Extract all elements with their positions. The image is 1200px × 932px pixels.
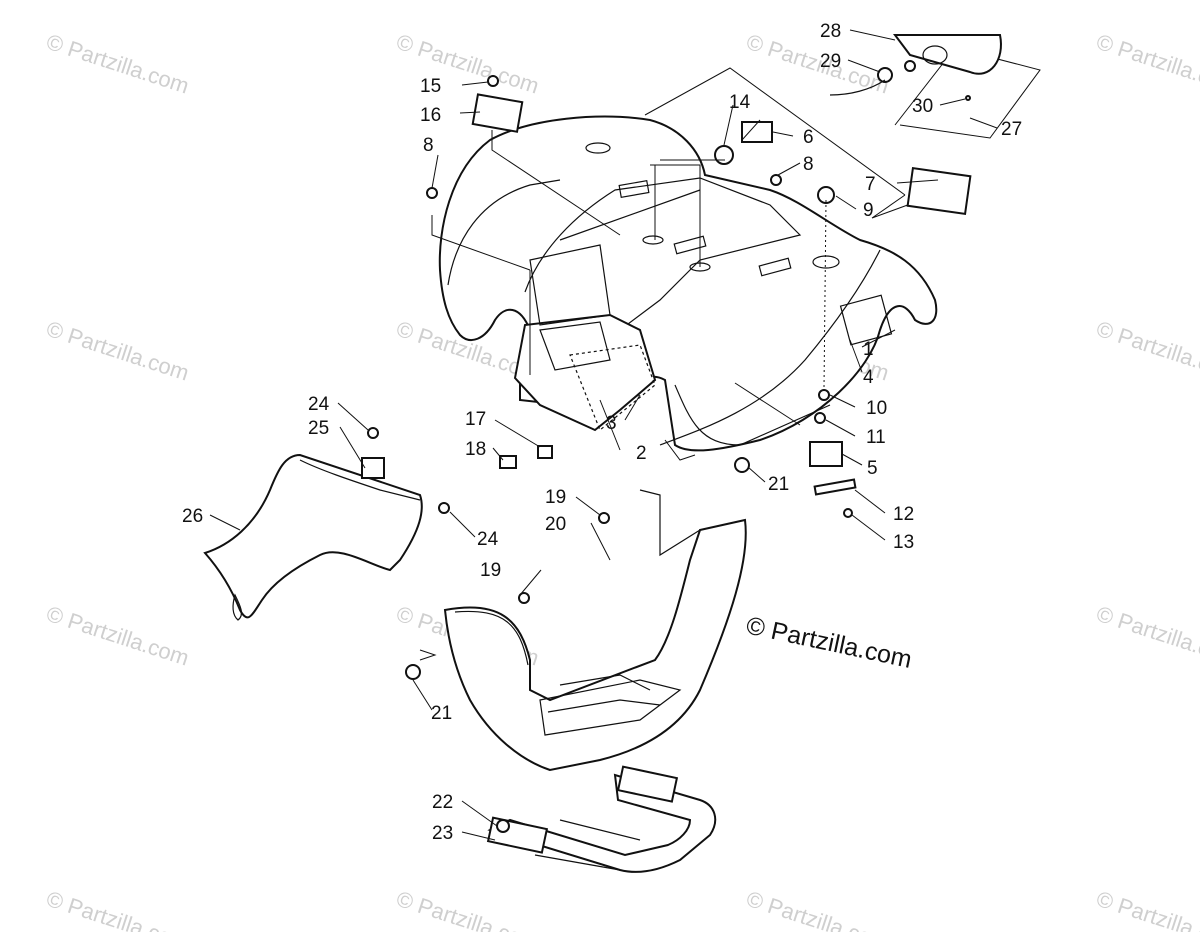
decal-5 [809, 441, 843, 467]
fender-trim [674, 384, 831, 446]
screw-24b [438, 502, 450, 514]
clip-17 [537, 445, 553, 459]
callout-14: 14 [729, 92, 751, 113]
watermark: © Partzilla.com [393, 29, 542, 99]
decal-6 [741, 121, 773, 143]
callout-26: 26 [182, 506, 203, 527]
socket-29 [877, 67, 893, 83]
callout-25: 25 [308, 418, 329, 439]
screw-30 [965, 95, 971, 101]
inner-fender [203, 453, 423, 621]
callout-22: 22 [432, 792, 453, 813]
screw-15 [487, 75, 499, 87]
watermark: © Partzilla.com [1093, 316, 1200, 386]
callout-9: 9 [863, 200, 874, 221]
callout-12: 12 [893, 504, 914, 525]
callout-20: 20 [545, 514, 566, 535]
callout-4: 4 [863, 367, 874, 388]
grommet-14 [714, 145, 734, 165]
bulb-28 [904, 60, 916, 72]
screw-22 [496, 819, 510, 833]
watermark: © Partzilla.com [43, 316, 192, 386]
callout-27: 27 [1001, 119, 1022, 140]
callout-13: 13 [893, 532, 914, 553]
callout-30: 30 [912, 96, 933, 117]
callout-5: 5 [867, 458, 878, 479]
screw-13 [843, 508, 853, 518]
callout-labels: 1 2 3 4 5 6 7 8 8 9 10 11 12 13 14 15 16… [182, 21, 1022, 844]
clip-18 [499, 455, 517, 469]
small-parts [367, 34, 1002, 833]
bracket-16 [471, 93, 524, 133]
callout-1: 1 [863, 339, 874, 360]
callout-8b: 8 [803, 154, 814, 175]
footwell [443, 489, 747, 772]
screw-8b [770, 174, 782, 186]
callout-19b: 19 [480, 560, 501, 581]
decal-7 [906, 167, 972, 215]
callout-24a: 24 [308, 394, 330, 415]
screw-19b [518, 592, 530, 604]
screw-11 [814, 412, 826, 424]
callout-6: 6 [803, 127, 814, 148]
watermark: © Partzilla.com [43, 29, 192, 99]
watermark: © Partzilla.com [1093, 601, 1200, 671]
callout-7: 7 [865, 174, 876, 195]
screw-19a [598, 512, 610, 524]
screw-10 [818, 389, 830, 401]
callout-10: 10 [866, 398, 887, 419]
watermark: © Partzilla.com [43, 886, 192, 932]
callout-29: 29 [820, 51, 841, 72]
callout-19a: 19 [545, 487, 566, 508]
callout-16: 16 [420, 105, 441, 126]
taillight-27 [893, 34, 1002, 75]
callout-24b: 24 [477, 529, 499, 550]
rear-fender [438, 115, 938, 452]
callout-23: 23 [432, 823, 453, 844]
callout-18: 18 [465, 439, 486, 460]
callout-15: 15 [420, 76, 441, 97]
screw-8a [426, 187, 438, 199]
screw-24a [367, 427, 379, 439]
nut-21b [405, 664, 421, 680]
watermark: © Partzilla.com [1093, 886, 1200, 932]
callout-28: 28 [820, 21, 841, 42]
callout-21a: 21 [768, 474, 789, 495]
watermark: © Partzilla.com [1093, 29, 1200, 99]
watermark: © Partzilla.com [43, 601, 192, 671]
footrest [486, 765, 717, 873]
callout-21b: 21 [431, 703, 452, 724]
callout-8a: 8 [423, 135, 434, 156]
callout-3: 3 [606, 413, 617, 434]
nut-21 [734, 457, 750, 473]
watermark: © Partzilla.com [393, 886, 542, 932]
grommet-9 [817, 186, 835, 204]
copyright-text: © Partzilla.com [744, 611, 915, 673]
callout-17: 17 [465, 409, 486, 430]
watermark: © Partzilla.com [743, 886, 892, 932]
leader-lines [209, 29, 998, 841]
callout-11: 11 [866, 427, 886, 448]
reflector-12 [813, 478, 857, 496]
callout-2: 2 [636, 443, 647, 464]
